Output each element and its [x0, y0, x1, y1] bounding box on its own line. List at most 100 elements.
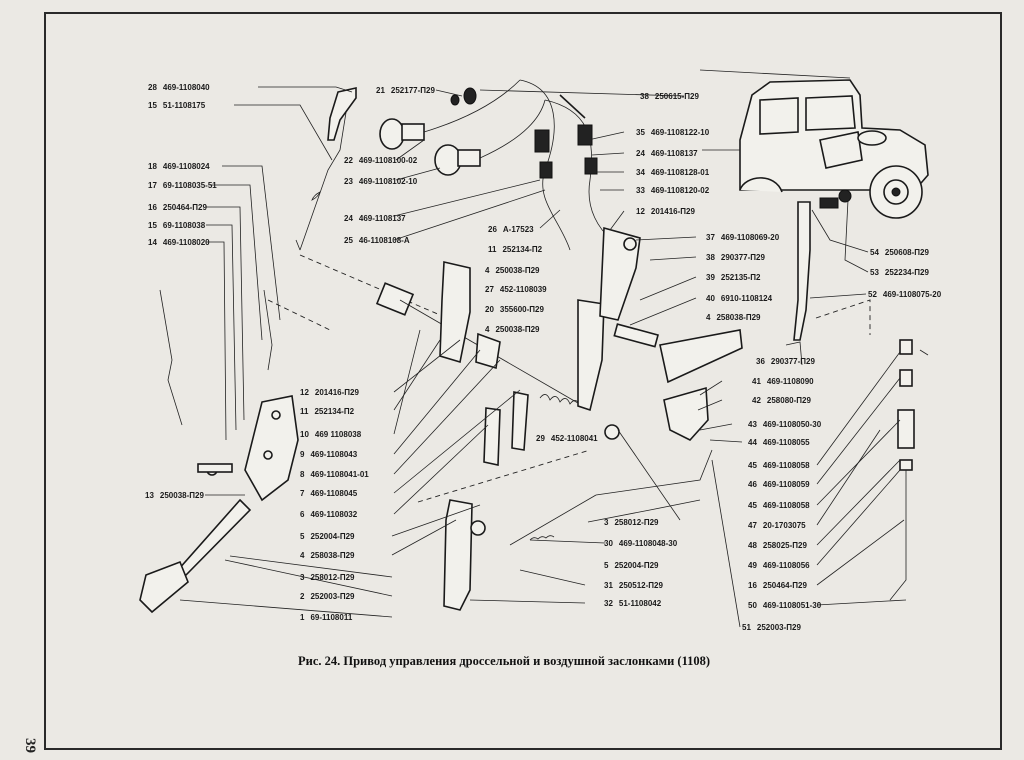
- part-code: 250608-П29: [885, 248, 930, 257]
- part-code: 469-1108137: [651, 149, 698, 158]
- callout-num: 49: [748, 561, 757, 570]
- part-code: 452-1108041: [551, 434, 598, 443]
- callout-num: 53: [870, 268, 879, 277]
- part-code: 469-1108024: [163, 162, 210, 171]
- part-code: 46-1108108-А: [359, 236, 410, 245]
- callout-num: 2: [300, 592, 305, 601]
- page-number: 39: [22, 738, 38, 753]
- part-code: 250615-П29: [655, 92, 700, 101]
- callout-num: 8: [300, 470, 305, 479]
- part-code: 469-1108055: [763, 438, 810, 447]
- callout-num: 4: [706, 313, 711, 322]
- callout-num: 54: [870, 248, 879, 257]
- cable-knobs: [379, 79, 613, 251]
- callout-num: 9: [300, 450, 305, 459]
- callout-num: 30: [604, 539, 613, 548]
- part-code: 469-1108058: [763, 461, 810, 470]
- callout-num: 40: [706, 294, 715, 303]
- part-code: 252135-П2: [721, 273, 761, 282]
- part-code: 258038-П29: [310, 551, 355, 560]
- callout-num: 37: [706, 233, 715, 242]
- part-code: 252004-П29: [310, 532, 355, 541]
- callout-num: 1: [300, 613, 305, 622]
- callout-num: 36: [756, 357, 765, 366]
- part-code: 469-1108056: [763, 561, 810, 570]
- page-border: [44, 12, 1002, 750]
- part-code: 469-1108128-01: [651, 168, 710, 177]
- lower-linkage: [417, 449, 713, 611]
- part-code: 252234-П29: [885, 268, 930, 277]
- part-code: 250512-П29: [619, 581, 664, 590]
- part-code: 469-1108043: [310, 450, 357, 459]
- part-code: 452-1108039: [500, 285, 547, 294]
- part-code: 250038-П29: [495, 266, 540, 275]
- part-code: 20-1703075: [763, 521, 806, 530]
- part-code: 469-1108137: [359, 214, 406, 223]
- part-code: 469-1108048-30: [619, 539, 678, 548]
- callout-num: 24: [344, 214, 353, 223]
- part-code: 51-1108042: [619, 599, 662, 608]
- callout-num: 11: [488, 245, 497, 254]
- part-code: 469-1108090: [767, 377, 814, 386]
- callout-num: 11: [300, 407, 309, 416]
- part-code: 469-1108050-30: [763, 420, 822, 429]
- callout-num: 21: [376, 86, 385, 95]
- part-code: А-17523: [503, 225, 534, 234]
- callout-num: 13: [145, 491, 154, 500]
- part-code: 252004-П29: [614, 561, 659, 570]
- part-code: 252177-П29: [391, 86, 436, 95]
- pedal-assembly: [139, 87, 357, 614]
- part-code: 469-1108102-10: [359, 177, 418, 186]
- part-code: 469 1108038: [315, 430, 362, 439]
- callout-num: 10: [300, 430, 309, 439]
- part-code: 69-1108011: [310, 613, 352, 622]
- callout-num: 5: [604, 561, 609, 570]
- part-code: 69-1108035-51: [163, 181, 217, 190]
- callout-num: 46: [748, 480, 757, 489]
- callout-num: 5: [300, 532, 305, 541]
- part-code: 6910-1108124: [721, 294, 773, 303]
- callout-num: 12: [636, 207, 645, 216]
- part-code: 469-1108100-02: [359, 156, 418, 165]
- part-code: 469-1108045: [310, 489, 357, 498]
- callout-num: 20: [485, 305, 494, 314]
- callout-num: 22: [344, 156, 353, 165]
